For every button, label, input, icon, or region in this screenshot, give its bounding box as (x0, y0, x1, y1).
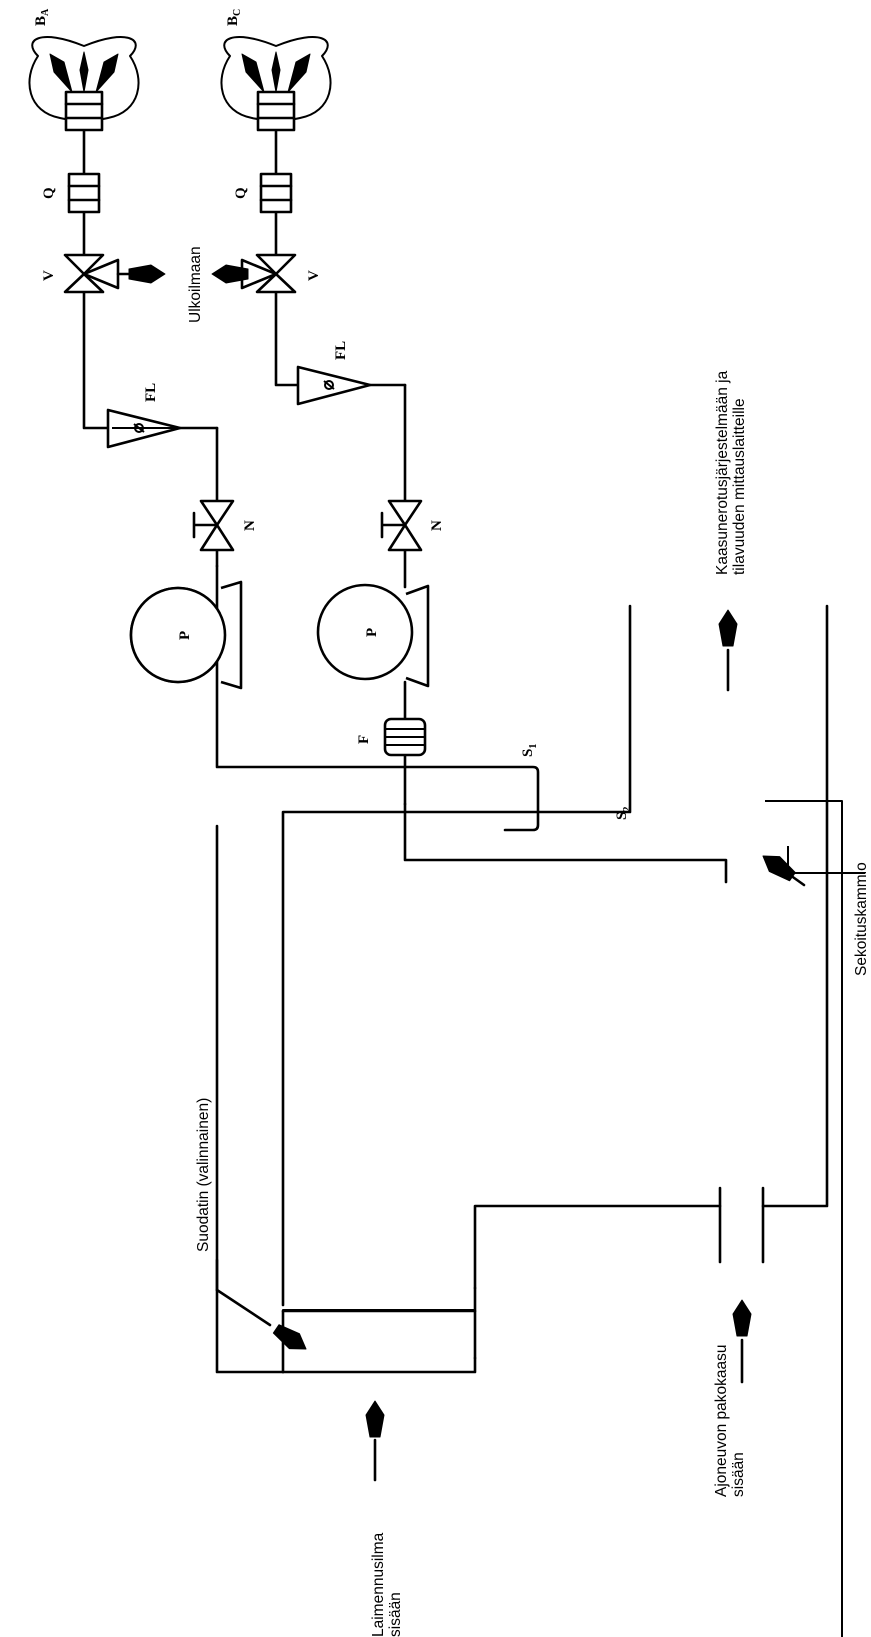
sample-bag-c (220, 36, 332, 132)
pump-c (316, 583, 430, 688)
pump-a (129, 580, 243, 690)
label-to-system-line1: Kaasunerotusjärjestelmään ja (714, 370, 731, 575)
label-dilution-air-line2: sisään (387, 1592, 404, 1637)
mixing-chamber-leader (765, 800, 865, 1637)
symbol-f: F (356, 735, 372, 744)
probe-s2 (403, 802, 728, 884)
label-dilution-air-line1: Laimennusilma (370, 1532, 387, 1637)
label-exhaust-in: Ajoneuvon pakokaasu sisään (713, 1340, 747, 1497)
label-to-outside: Ulkoilmaan (187, 246, 204, 323)
label-to-system-line2: tilavuuden mittauslaitteille (731, 398, 748, 575)
symbol-s2: S2 (614, 807, 633, 820)
connector-c (259, 172, 293, 214)
symbol-v-c: V (306, 270, 322, 281)
symbol-ba: BA (33, 8, 51, 26)
symbol-bc: BC (225, 9, 243, 26)
label-mixing-chamber: Sekoituskammio (853, 862, 870, 976)
symbol-p-a: P (177, 631, 193, 640)
sample-line-c (274, 128, 407, 806)
connector-a (67, 172, 101, 214)
dilution-tunnel (215, 604, 829, 1374)
symbol-fl-c: FL (333, 341, 349, 360)
three-way-valve-a (63, 253, 166, 294)
label-exhaust-line2: sisään (730, 1452, 747, 1497)
exhaust-inlet-port (718, 1186, 765, 1264)
flowmeter-a (106, 408, 182, 449)
label-to-system: Kaasunerotusjärjestelmään ja tilavuuden … (714, 366, 748, 575)
filter-f (383, 717, 427, 757)
symbol-v-a: V (41, 270, 57, 281)
three-way-valve-c (211, 253, 297, 294)
needle-valve-c (380, 499, 423, 552)
symbol-p-c: P (364, 628, 380, 637)
label-exhaust-line1: Ajoneuvon pakokaasu (713, 1344, 730, 1497)
component-symbols: S1 S2 F P P N N FL FL V V Q Q BA BC (33, 8, 633, 820)
label-dilution-air-in: Laimennusilma sisään (370, 1528, 404, 1637)
text-labels: Laimennusilma sisään Ajoneuvon pakokaasu… (187, 246, 870, 1637)
symbol-q-a: Q (41, 187, 57, 199)
symbol-n-a: N (242, 520, 258, 531)
sample-line-a (82, 128, 219, 619)
inlet-filter (282, 1309, 476, 1373)
label-filter-optional: Suodatin (valinnainen) (195, 1098, 212, 1252)
needle-valve-a (192, 499, 235, 552)
sample-bag-a (28, 36, 140, 132)
symbol-q-c: Q (233, 187, 249, 199)
symbol-n-c: N (429, 520, 445, 531)
flow-arrows (215, 609, 806, 1482)
symbol-fl-a: FL (143, 383, 159, 402)
symbol-s1: S1 (520, 744, 539, 757)
flowmeter-c (296, 365, 372, 406)
probe-s1 (215, 615, 540, 832)
